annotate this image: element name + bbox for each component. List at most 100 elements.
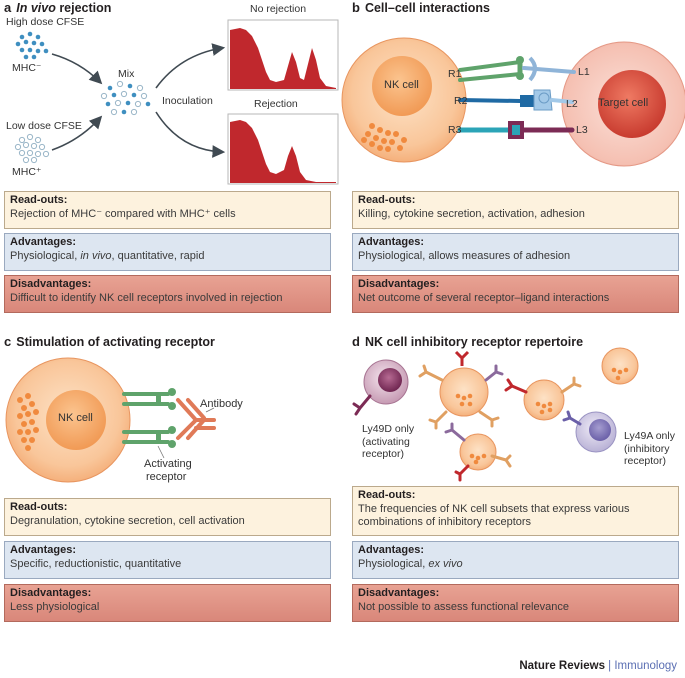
adv-a-part2: , quantitative, rapid <box>111 249 205 262</box>
nk-cell-b <box>341 37 467 163</box>
panel-b-letter: b <box>352 0 360 15</box>
mix-label: Mix <box>118 68 135 80</box>
panel-a-title-rest: rejection <box>59 1 112 15</box>
ly49d-label: Ly49D only (activating receptor) <box>362 423 414 461</box>
activating-pointer <box>157 445 165 459</box>
ly49d-line2: (activating <box>362 435 410 448</box>
adv-a-part1: Physiological, <box>10 249 81 262</box>
mhc-negative-label: MHC⁻ <box>12 62 42 74</box>
panel-a-readouts-heading: Read-outs: <box>10 194 68 206</box>
rejection-label: Rejection <box>254 98 298 110</box>
panel-d-readouts-text1: The frequencies of NK cell subsets that … <box>358 502 630 515</box>
panel-c-readouts-text: Degranulation, cytokine secretion, cell … <box>10 514 245 527</box>
receptor-r1-green <box>458 60 522 82</box>
panel-d-title-text: NK cell inhibitory receptor repertoire <box>364 335 584 349</box>
panel-a-advantages-text: Physiological, in vivo, quantitative, ra… <box>10 250 325 264</box>
receptor-r2-blue <box>458 95 534 107</box>
panel-c-title: c Stimulation of activating receptor <box>4 334 215 349</box>
panel-a-arrows <box>51 43 226 158</box>
high-dose-label: High dose CFSE <box>6 16 85 28</box>
journal-name: Nature Reviews <box>519 660 605 672</box>
target-cell <box>561 41 685 167</box>
panel-b-advantages-text: Physiological, allows measures of adhesi… <box>358 249 571 262</box>
panel-c-disadvantages-heading: Disadvantages: <box>10 587 92 599</box>
ly49a-line3: receptor) <box>624 455 667 467</box>
ly49a-line2: (inhibitory <box>624 442 670 455</box>
high-dose-cell-cluster <box>15 31 49 60</box>
ly49a-cell <box>562 410 617 453</box>
adv-d-italic: ex vivo <box>428 557 463 570</box>
panel-b-advantages: Advantages: Physiological, allows measur… <box>352 233 679 271</box>
panel-b-readouts-heading: Read-outs: <box>358 194 416 206</box>
inoculation-label: Inoculation <box>162 95 213 107</box>
panel-b-disadvantages: Disadvantages: Net outcome of several re… <box>352 275 679 313</box>
panel-d-advantages: Advantages: Physiological, ex vivo <box>352 541 679 579</box>
panel-c-advantages-text: Specific, reductionistic, quantitative <box>10 557 182 570</box>
nk-cell-c-label: NK cell <box>58 412 93 424</box>
activating-label: Activating <box>144 458 192 470</box>
journal-separator: | <box>604 660 615 672</box>
panel-a-title-italic: In vivo <box>16 1 56 15</box>
panel-a-disadvantages-heading: Disadvantages: <box>10 278 92 290</box>
antibody-label: Antibody <box>200 398 243 410</box>
panel-a-disadvantages: Disadvantages: Difficult to identify NK … <box>4 275 331 313</box>
panel-a-advantages-heading: Advantages: <box>10 236 77 248</box>
panel-a-disadvantages-text: Difficult to identify NK cell receptors … <box>10 291 283 304</box>
panel-d-disadvantages-heading: Disadvantages: <box>358 587 440 599</box>
adv-d-part1: Physiological, <box>358 557 429 570</box>
l1-label: L1 <box>578 66 590 78</box>
mhc-positive-label: MHC⁺ <box>12 166 42 178</box>
panel-b-title-text: Cell–cell interactions <box>364 1 491 15</box>
receptor-label: receptor <box>146 471 187 483</box>
mix-cell-cluster <box>100 80 151 116</box>
ligand-l2-light-blue <box>533 89 574 111</box>
panel-c-letter: c <box>4 334 12 349</box>
antibody <box>176 398 216 440</box>
no-rejection-label: No rejection <box>250 3 307 15</box>
top-right-nk-cell <box>601 347 639 385</box>
ligand-l1-blue <box>516 56 576 82</box>
panel-a-readouts: Read-outs: Rejection of MHC⁻ compared wi… <box>4 191 331 229</box>
panel-d-readouts-text2: combinations of inhibitory receptors <box>358 516 532 528</box>
panel-b-title: b Cell–cell interactions <box>352 0 490 15</box>
bottom-nk-cell <box>444 422 512 482</box>
panel-b-disadvantages-text: Net outcome of several receptor–ligand i… <box>358 291 610 304</box>
panel-c-advantages-heading: Advantages: <box>10 544 77 556</box>
activating-receptor <box>122 392 170 444</box>
r3-label: R3 <box>448 124 462 136</box>
journal-footer: Nature Reviews | Immunology <box>519 660 677 672</box>
panel-b-readouts-text: Killing, cytokine secretion, activation,… <box>358 207 585 220</box>
panel-b-disadvantages-heading: Disadvantages: <box>358 278 440 290</box>
panel-d-advantages-text: Physiological, ex vivo <box>358 558 673 572</box>
central-nk-cell <box>418 350 504 430</box>
ly49d-line3: receptor) <box>362 448 405 460</box>
ly49d-line1: Ly49D only <box>362 423 415 435</box>
panel-d-readouts-heading: Read-outs: <box>358 489 416 501</box>
adv-a-italic: in vivo <box>80 249 112 262</box>
panel-d-disadvantages-text: Not possible to assess functional releva… <box>358 600 569 613</box>
panel-c-disadvantages: Disadvantages: Less physiological <box>4 584 331 622</box>
histogram-no-rejection <box>227 19 339 91</box>
r1-label: R1 <box>448 68 462 80</box>
ly49d-cell <box>352 359 409 416</box>
panel-d-disadvantages: Disadvantages: Not possible to assess fu… <box>352 584 679 622</box>
receptor-heads <box>156 388 176 448</box>
target-cell-label: Target cell <box>598 97 649 109</box>
nk-cell-c <box>5 357 131 483</box>
ly49a-line1: Ly49A only <box>624 430 675 442</box>
panel-c-disadvantages-text: Less physiological <box>10 600 100 613</box>
l3-label: L3 <box>576 124 588 136</box>
nk-cell-b-label: NK cell <box>384 79 419 91</box>
receptor-r3-teal <box>457 121 524 139</box>
panel-a-advantages: Advantages: Physiological, in vivo, quan… <box>4 233 331 271</box>
panel-c-advantages: Advantages: Specific, reductionistic, qu… <box>4 541 331 579</box>
panel-c-title-text: Stimulation of activating receptor <box>16 335 215 349</box>
panel-c-readouts: Read-outs: Degranulation, cytokine secre… <box>4 498 331 536</box>
panel-d-readouts: Read-outs: The frequencies of NK cell su… <box>352 486 679 536</box>
panel-c-readouts-heading: Read-outs: <box>10 501 68 513</box>
ly49a-label: Ly49A only (inhibitory receptor) <box>624 430 675 468</box>
low-dose-cell-cluster <box>14 133 50 164</box>
